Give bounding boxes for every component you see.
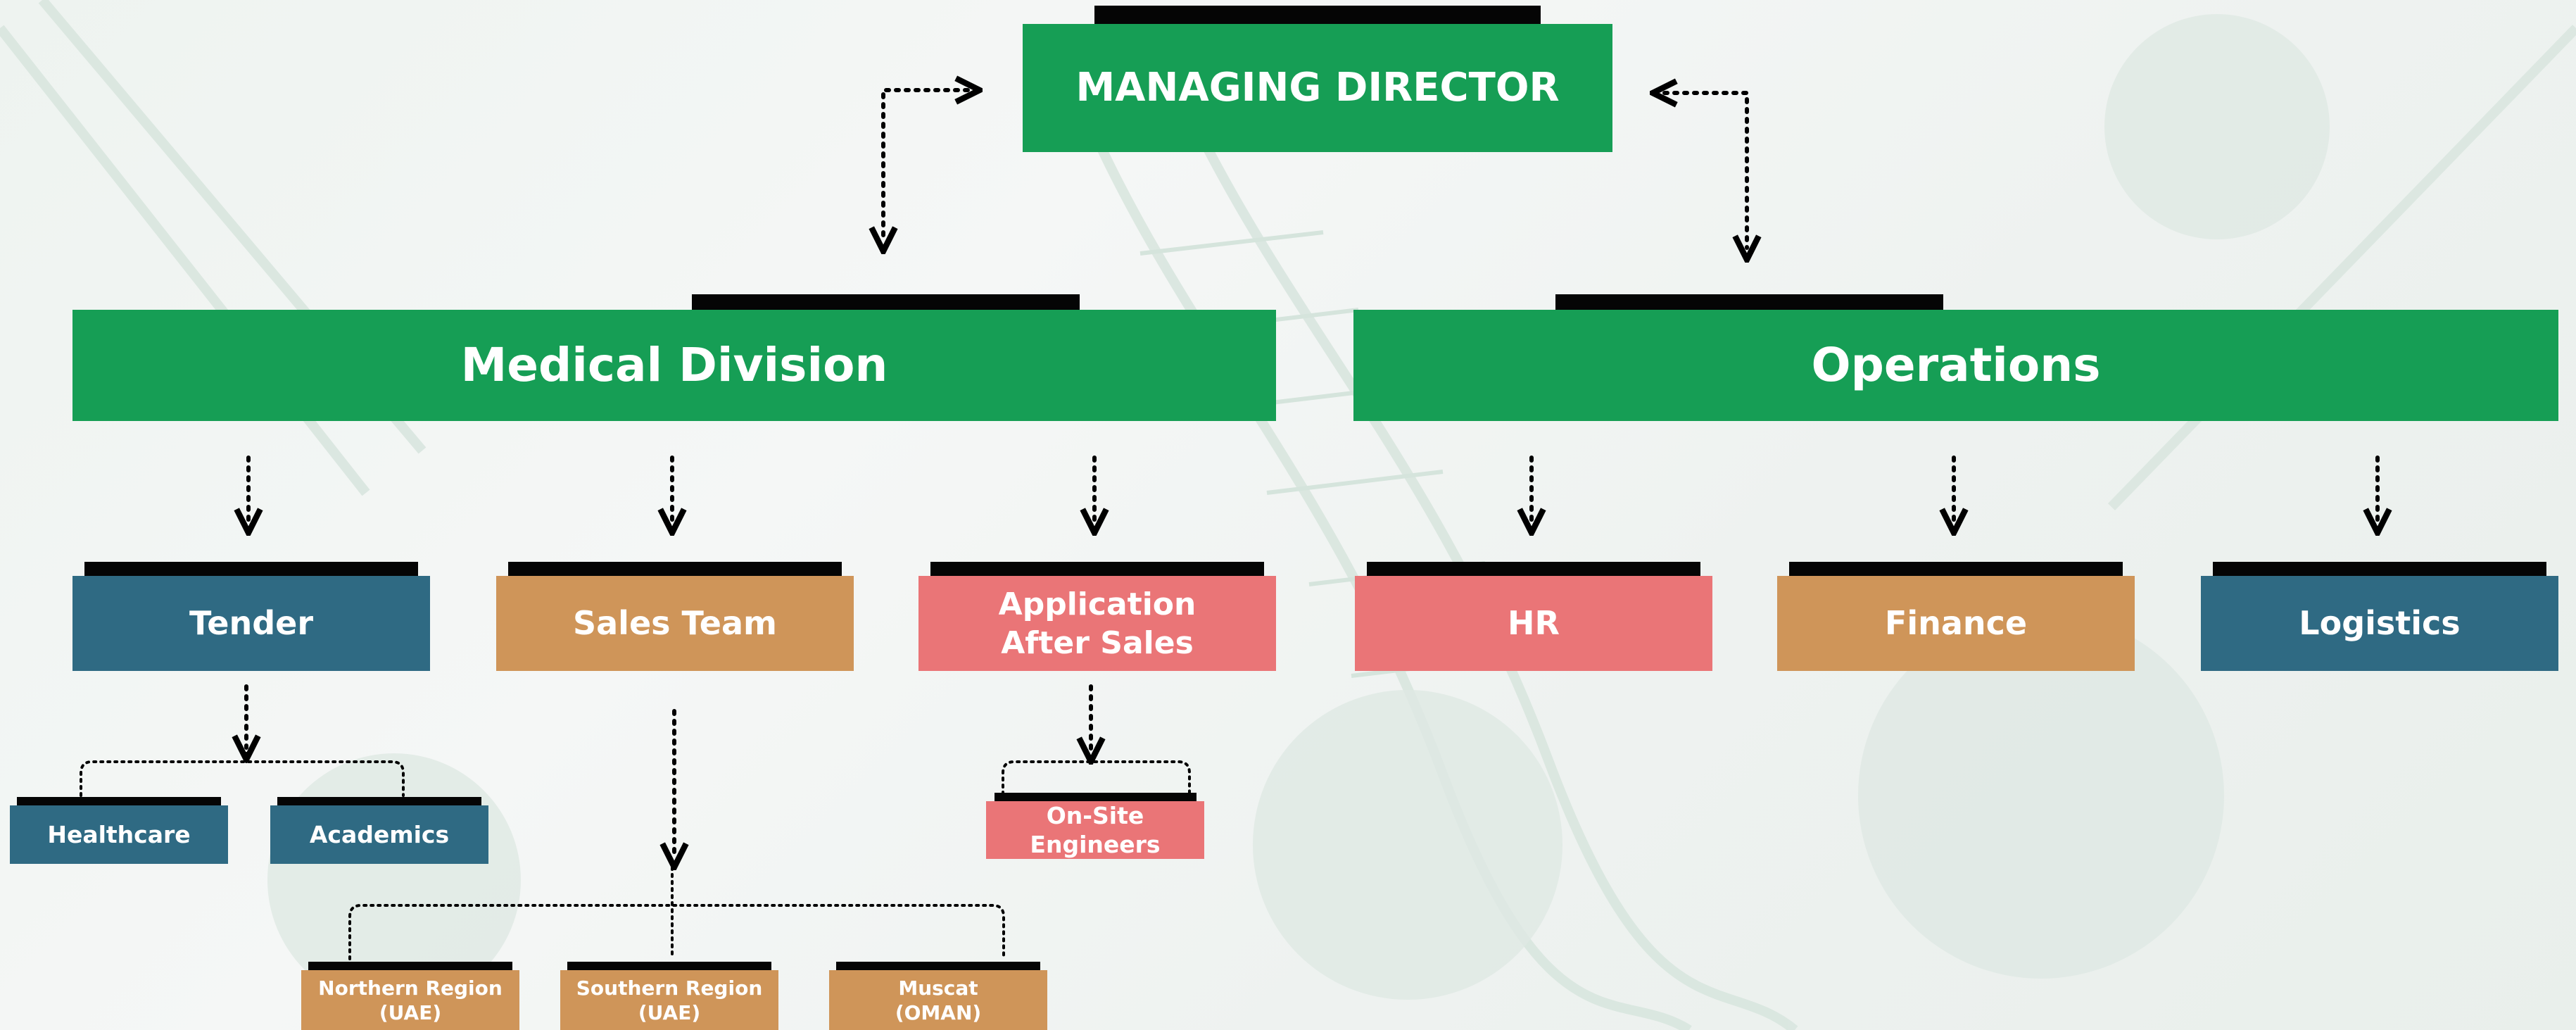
medical-division-box[interactable]: Medical Division [72,310,1276,421]
logistics-box[interactable]: Logistics [2201,576,2558,671]
operations-box[interactable]: Operations [1353,310,2558,421]
tender-header-bar [84,562,418,577]
managing-director-label: MANAGING DIRECTOR [1075,65,1560,111]
northern-label-line1: Northern Region [318,976,503,1000]
southern-label-line2: (UAE) [638,1000,701,1024]
md-header-bar [1094,6,1541,24]
hr-label: HR [1508,603,1560,642]
southern-region-box[interactable]: Southern Region (UAE) [560,970,778,1030]
onsite-engineers-header-bar [995,793,1197,803]
southern-header-bar [567,962,771,972]
logistics-header-bar [2213,562,2546,577]
application-after-sales-box[interactable]: Application After Sales [918,576,1276,671]
sales-team-label: Sales Team [573,603,777,642]
northern-header-bar [308,962,512,972]
muscat-box[interactable]: Muscat (OMAN) [829,970,1047,1030]
finance-box[interactable]: Finance [1777,576,2135,671]
operations-label: Operations [1811,337,2101,392]
healthcare-header-bar [17,797,221,807]
medical-header-bar [692,294,1080,311]
onsite-engineers-label: On-Site Engineers [1030,801,1161,858]
finance-header-bar [1789,562,2123,577]
academics-label: Academics [309,820,450,848]
muscat-label-line2: (OMAN) [895,1000,982,1024]
tender-label: Tender [189,603,314,642]
finance-label: Finance [1884,603,2028,642]
sales-team-box[interactable]: Sales Team [496,576,854,671]
academics-header-bar [277,797,481,807]
northern-region-box[interactable]: Northern Region (UAE) [301,970,519,1030]
muscat-label-line1: Muscat [898,976,978,1000]
tender-box[interactable]: Tender [72,576,430,671]
muscat-header-bar [836,962,1040,972]
md-to-medical-connector [883,90,968,239]
southern-label-line1: Southern Region [576,976,763,1000]
onsite-engineers-box[interactable]: On-Site Engineers [986,801,1204,859]
operations-header-bar [1555,294,1943,311]
sales-header-bar [508,562,842,577]
hr-box[interactable]: HR [1355,576,1712,671]
healthcare-box[interactable]: Healthcare [10,805,228,864]
academics-box[interactable]: Academics [270,805,488,864]
northern-label-line2: (UAE) [379,1000,442,1024]
medical-division-label: Medical Division [460,337,888,392]
healthcare-label: Healthcare [47,820,191,848]
application-label-line1: Application [998,586,1197,622]
logistics-label: Logistics [2299,603,2461,642]
managing-director-box[interactable]: MANAGING DIRECTOR [1023,24,1612,152]
hr-header-bar [1367,562,1700,577]
application-header-bar [930,562,1264,577]
md-to-operations-connector [1665,93,1747,248]
application-label-line2: After Sales [1001,624,1194,661]
